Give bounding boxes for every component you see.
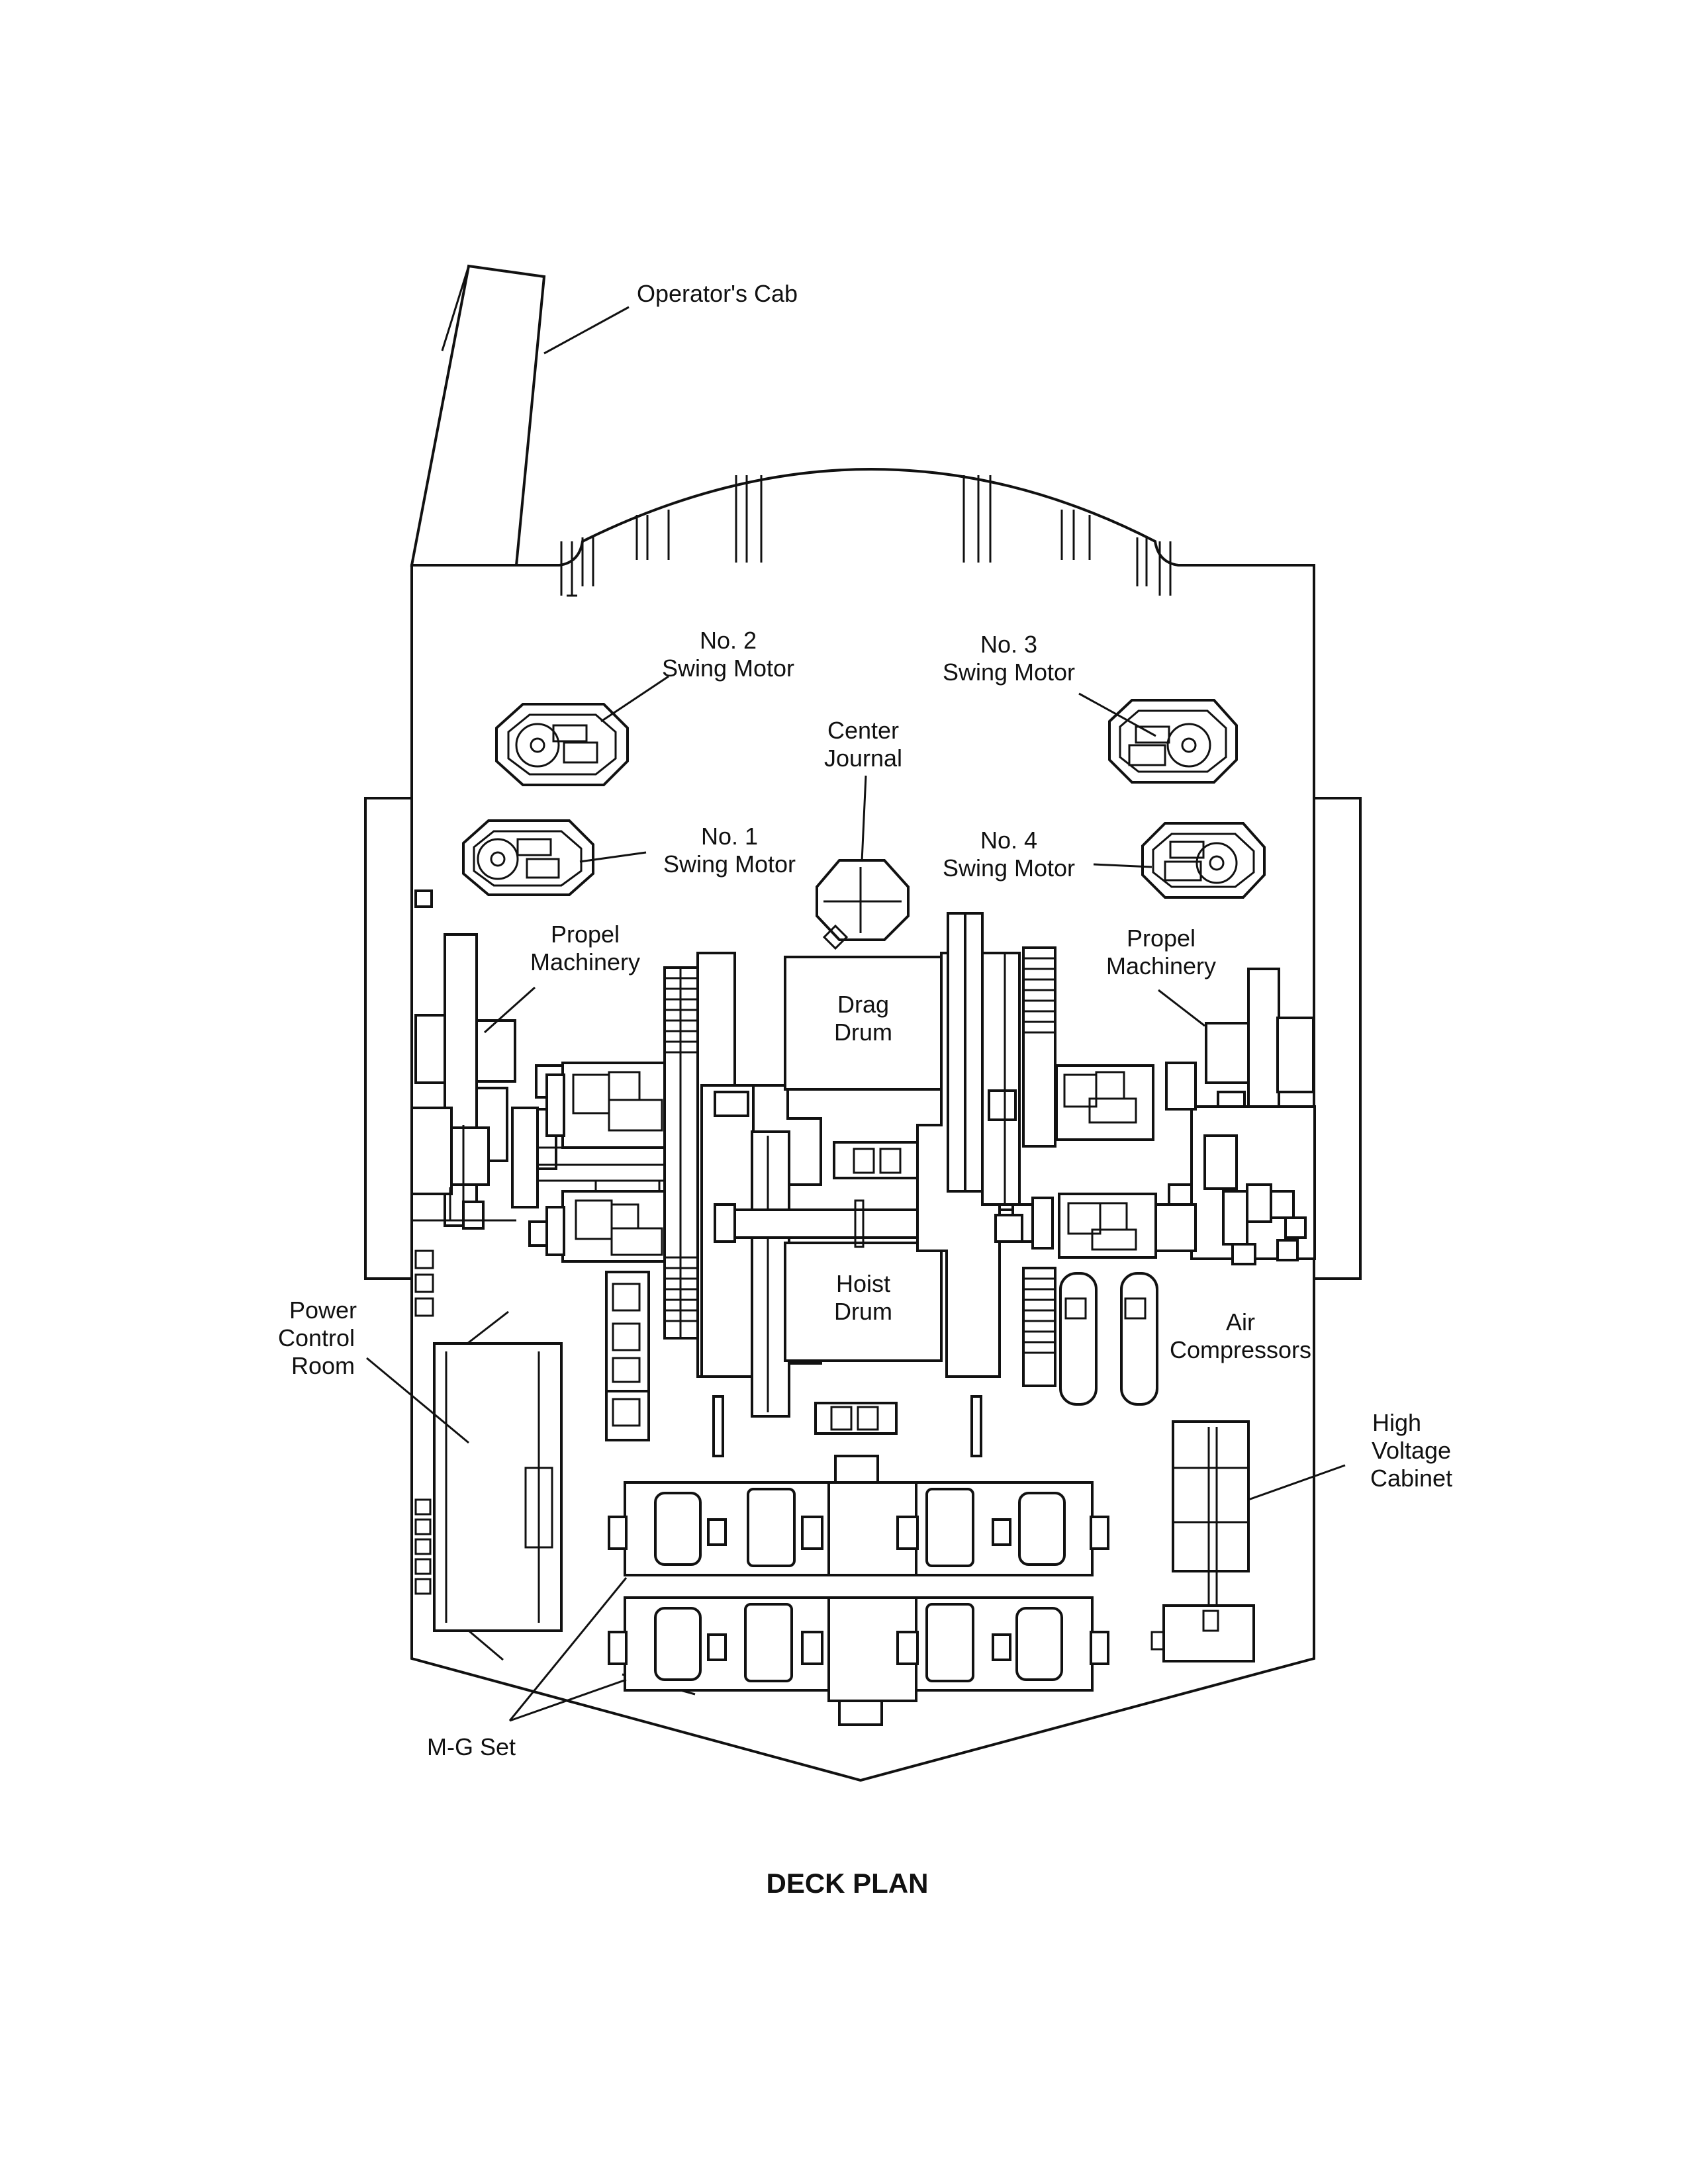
leader-lines bbox=[366, 306, 1346, 1722]
label-swing-motor-2-line2: Swing Motor bbox=[662, 655, 794, 682]
propel-machinery-left bbox=[410, 933, 564, 1247]
swing-motor-3 bbox=[1108, 699, 1238, 784]
label-high-voltage-cabinet-line2: Voltage bbox=[1372, 1437, 1451, 1464]
label-swing-motor-3-line2: Swing Motor bbox=[943, 659, 1075, 686]
label-center-journal-line1: Center bbox=[827, 717, 899, 744]
label-propel-left-line1: Propel bbox=[551, 921, 620, 948]
left-propel-motors bbox=[538, 1062, 675, 1263]
label-swing-motor-3-line1: No. 3 bbox=[980, 631, 1037, 658]
label-swing-motor-1-line2: Swing Motor bbox=[663, 850, 796, 878]
label-propel-right-line2: Machinery bbox=[1106, 952, 1216, 979]
front-bumpers bbox=[560, 475, 1172, 597]
label-center-journal-line2: Journal bbox=[824, 745, 902, 772]
label-hoist-drum-line2: Drum bbox=[834, 1298, 892, 1325]
propel-machinery-right bbox=[1124, 968, 1316, 1265]
label-high-voltage-cabinet-line3: Cabinet bbox=[1370, 1465, 1452, 1492]
power-control-room bbox=[414, 1250, 650, 1661]
high-voltage-cabinet bbox=[1150, 1420, 1255, 1662]
label-swing-motor-4-line2: Swing Motor bbox=[943, 854, 1075, 882]
label-propel-right-line1: Propel bbox=[1127, 925, 1196, 952]
deck-outline bbox=[364, 468, 1362, 1782]
label-swing-motor-2-line1: No. 2 bbox=[700, 627, 757, 654]
label-swing-motor-4-line1: No. 4 bbox=[980, 827, 1037, 854]
swing-motor-2 bbox=[495, 703, 629, 786]
label-drag-drum-line2: Drum bbox=[834, 1019, 892, 1046]
mg-set-lower bbox=[608, 1596, 1109, 1726]
center-journal bbox=[816, 859, 910, 950]
label-power-control-room-line1: Power bbox=[289, 1297, 357, 1324]
labels: Operator's Cab No. 2 Swing Motor No. 3 S… bbox=[278, 280, 1452, 1899]
label-air-compressors-line1: Air bbox=[1226, 1308, 1255, 1336]
label-air-compressors-line2: Compressors bbox=[1170, 1336, 1311, 1363]
label-power-control-room-line3: Room bbox=[291, 1352, 355, 1379]
label-mg-set: M-G Set bbox=[427, 1733, 516, 1760]
center-gearing bbox=[663, 912, 1056, 1457]
label-hoist-drum-line1: Hoist bbox=[836, 1270, 890, 1297]
label-drag-drum-line1: Drag bbox=[837, 991, 889, 1018]
label-high-voltage-cabinet-line1: High bbox=[1372, 1409, 1421, 1436]
swing-motor-4 bbox=[1141, 822, 1266, 899]
label-power-control-room-line2: Control bbox=[278, 1324, 355, 1351]
label-propel-left-line2: Machinery bbox=[530, 948, 640, 976]
label-swing-motor-1-line1: No. 1 bbox=[701, 823, 758, 850]
swing-motor-1 bbox=[462, 819, 594, 896]
air-compressors bbox=[1059, 1272, 1158, 1406]
diagram-title: DECK PLAN bbox=[766, 1868, 928, 1899]
label-operators-cab: Operator's Cab bbox=[637, 280, 798, 307]
right-propel-motors bbox=[1055, 1064, 1197, 1259]
operators-cab bbox=[410, 264, 546, 567]
mg-set-upper bbox=[608, 1455, 1109, 1576]
